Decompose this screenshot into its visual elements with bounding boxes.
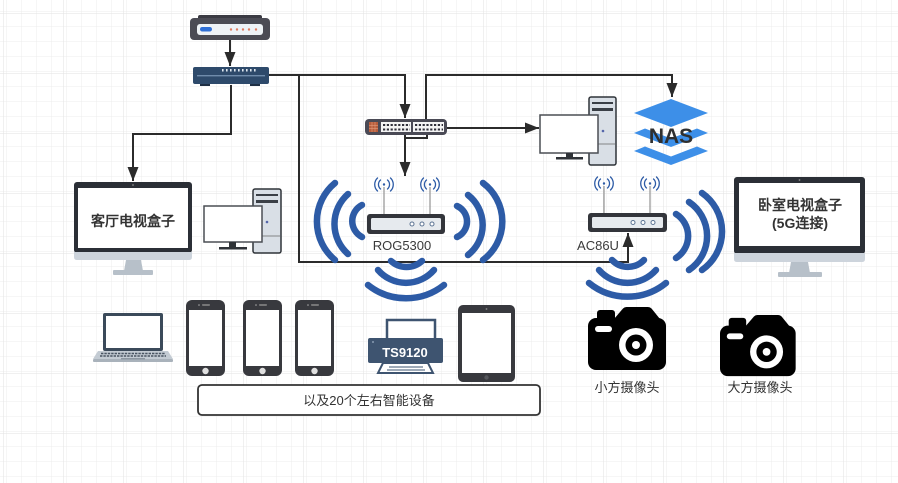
wifi-small-icon — [594, 176, 660, 191]
living-room-tv-node[interactable]: 客厅电视盒子 — [74, 182, 192, 275]
smartphone-icon — [295, 300, 334, 376]
smartphone-node[interactable] — [186, 300, 225, 376]
nas-stack-icon — [634, 99, 708, 165]
wifi-signal-right-icon — [672, 189, 726, 274]
laptop-node[interactable] — [93, 313, 173, 362]
modem-node[interactable] — [190, 15, 270, 40]
wifi-signal-down-icon — [585, 256, 670, 300]
camera-small-label: 小方摄像头 — [594, 380, 659, 395]
camera-small-node[interactable]: 小方摄像头 — [588, 307, 666, 395]
camera-icon — [720, 315, 796, 377]
printer-label: TS9120 — [382, 345, 428, 360]
wifi-router-icon — [367, 214, 445, 234]
edge-router-to-switch[interactable] — [269, 74, 411, 118]
camera-icon — [588, 307, 666, 370]
wifi-small-icon — [374, 177, 440, 192]
smartphone-node[interactable] — [243, 300, 282, 376]
network-switch-icon — [365, 119, 447, 135]
living-room-tv-label: 客厅电视盒子 — [90, 213, 175, 229]
antenna-icon — [603, 186, 651, 213]
bedroom-tv-sublabel: (5G连接) — [772, 215, 828, 231]
modem-icon — [190, 15, 270, 40]
desktop-pc-center-node[interactable] — [539, 96, 617, 166]
tv-monitor-icon — [74, 182, 192, 275]
network-switch-node[interactable] — [365, 119, 447, 135]
tv-monitor-icon — [734, 177, 865, 277]
smart-devices-note[interactable]: 以及20个左右智能设备 — [197, 384, 541, 416]
tablet-node[interactable] — [458, 305, 515, 382]
edge-router-to-ac86u[interactable] — [298, 75, 634, 263]
smartphone-icon — [243, 300, 282, 376]
nas-label: NAS — [649, 125, 693, 148]
tablet-icon — [458, 305, 515, 382]
smart-devices-label: 以及20个左右智能设备 — [303, 393, 434, 408]
wifi-signal-right-icon — [453, 179, 506, 264]
router-rog-node[interactable]: ROG5300 — [313, 177, 506, 302]
laptop-icon — [93, 313, 173, 362]
desktop-pc-icon — [539, 96, 617, 166]
router-rog-label: ROG5300 — [373, 238, 432, 253]
bedroom-tv-label: 卧室电视盒子 — [758, 197, 842, 213]
printer-node[interactable]: TS9120 — [368, 318, 443, 374]
router-icon — [193, 67, 269, 86]
wifi-signal-down-icon — [364, 257, 448, 302]
camera-large-node[interactable]: 大方摄像头 — [720, 315, 796, 395]
wifi-router-icon — [588, 213, 667, 232]
wifi-signal-left-icon — [313, 179, 366, 264]
edge-switch-loop[interactable] — [405, 135, 428, 139]
connectors — [127, 40, 678, 263]
router-ac86u-label: AC86U — [577, 238, 619, 253]
smartphone-node[interactable] — [295, 300, 334, 376]
desktop-pc-left-node[interactable] — [203, 188, 282, 254]
main-router-node[interactable] — [193, 67, 269, 86]
edge-router-to-living-tv[interactable] — [127, 85, 232, 181]
desktop-pc-icon — [203, 188, 282, 254]
antenna-icon — [383, 187, 431, 214]
router-ac86u-node[interactable]: AC86U — [577, 176, 726, 300]
edge-switch-to-nas[interactable] — [425, 74, 678, 119]
note-box — [197, 384, 541, 416]
nas-node[interactable]: NAS — [634, 99, 708, 165]
camera-large-label: 大方摄像头 — [727, 380, 792, 395]
printer-icon — [368, 318, 443, 374]
bedroom-tv-node[interactable]: 卧室电视盒子 (5G连接) — [734, 177, 865, 277]
smartphone-icon — [186, 300, 225, 376]
